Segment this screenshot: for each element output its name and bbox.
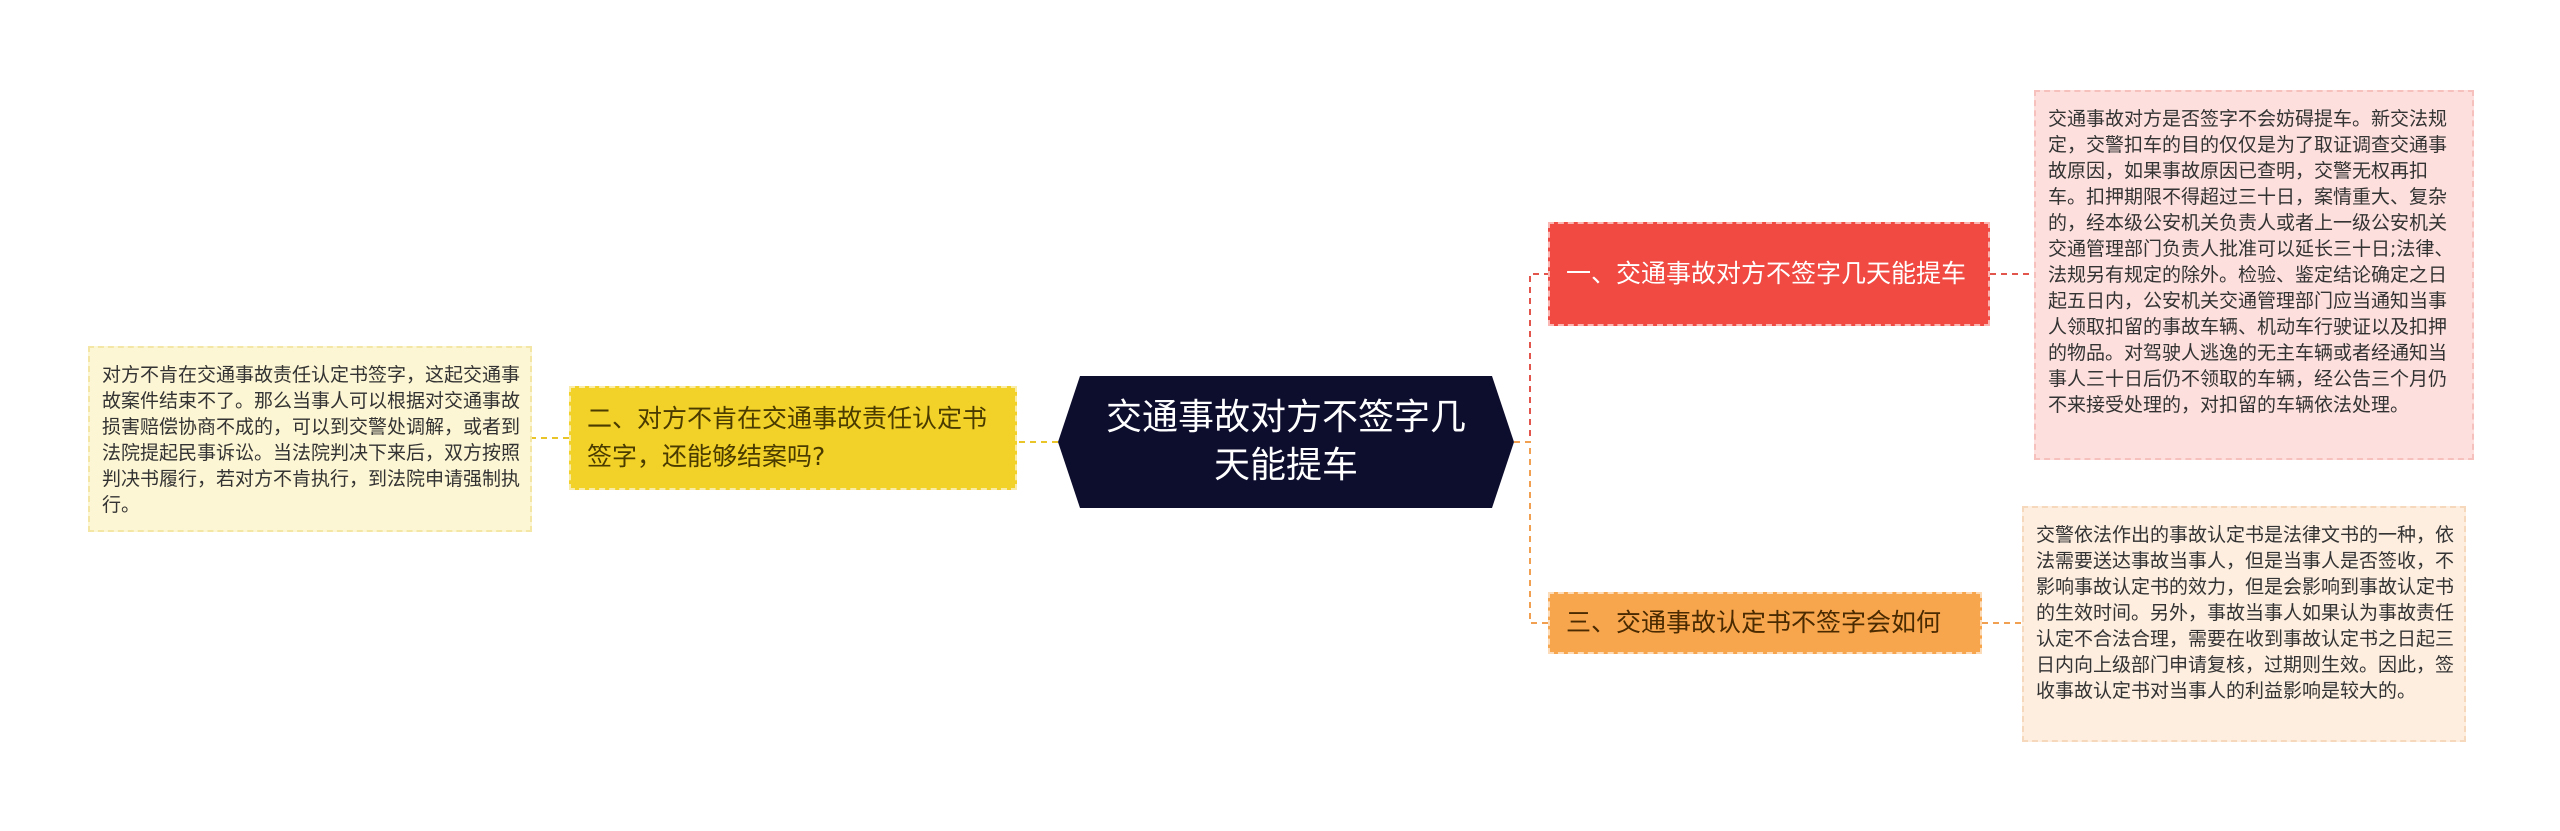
branch-topic-3[interactable]: 三、交通事故认定书不签字会如何 [1548,592,1982,654]
connector-root-branch-1 [1514,273,1548,443]
root-topic[interactable]: 交通事故对方不签字几天能提车 [1058,376,1514,508]
detail-note-2-text: 对方不肯在交通事故责任认定书签字，这起交通事故案件结束不了。那么当事人可以根据对… [102,364,521,516]
root-topic-label: 交通事故对方不签字几天能提车 [1105,397,1466,486]
branch-topic-2[interactable]: 二、对方不肯在交通事故责任认定书签字，还能够结案吗? [569,386,1017,490]
branch-topic-1-label: 一、交通事故对方不签字几天能提车 [1566,259,1967,288]
detail-note-1-text: 交通事故对方是否签字不会妨碍提车。新交法规定，交警扣车的目的仅仅是为了取证调查交… [2048,108,2454,416]
detail-note-3[interactable]: 交警依法作出的事故认定书是法律文书的一种，依法需要送达事故当事人，但是当事人是否… [2022,506,2466,742]
detail-note-3-text: 交警依法作出的事故认定书是法律文书的一种，依法需要送达事故当事人，但是当事人是否… [2036,524,2455,702]
branch-topic-3-label: 三、交通事故认定书不签字会如何 [1566,608,1942,637]
connector-root-branch-3 [1514,441,1548,624]
branch-topic-1[interactable]: 一、交通事故对方不签字几天能提车 [1548,222,1990,326]
detail-note-1[interactable]: 交通事故对方是否签字不会妨碍提车。新交法规定，交警扣车的目的仅仅是为了取证调查交… [2034,90,2474,460]
detail-note-2[interactable]: 对方不肯在交通事故责任认定书签字，这起交通事故案件结束不了。那么当事人可以根据对… [88,346,532,532]
branch-topic-2-label: 二、对方不肯在交通事故责任认定书签字，还能够结案吗? [587,404,988,471]
